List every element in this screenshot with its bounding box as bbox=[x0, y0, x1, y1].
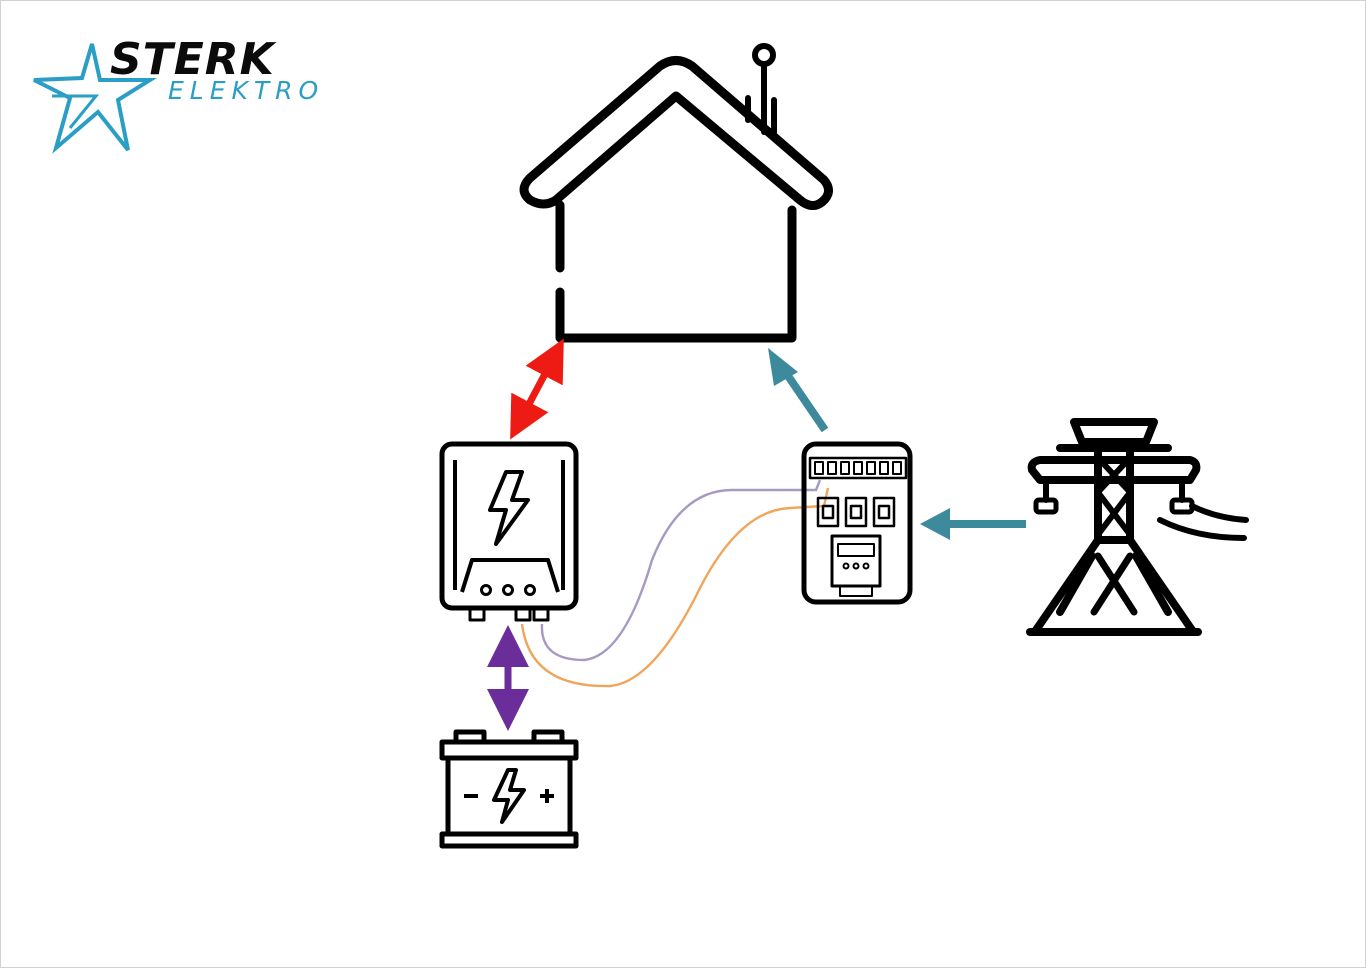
arrow-grid-panel bbox=[920, 508, 1026, 540]
company-logo: STERK ELEKTRO bbox=[33, 34, 324, 154]
logo-name: STERK bbox=[110, 34, 277, 85]
house-icon bbox=[519, 43, 833, 343]
arrow-panel-house bbox=[768, 348, 829, 433]
wire-purple bbox=[540, 479, 822, 662]
power-pylon-icon bbox=[1026, 418, 1249, 636]
arrow-house-inverter bbox=[510, 338, 564, 440]
battery-icon bbox=[439, 729, 579, 849]
distribution-panel-icon bbox=[801, 441, 913, 605]
inverter-icon bbox=[439, 441, 579, 622]
wire-orange bbox=[520, 487, 830, 688]
star-bolt-icon bbox=[33, 43, 157, 154]
logo-subname: ELEKTRO bbox=[168, 76, 324, 105]
